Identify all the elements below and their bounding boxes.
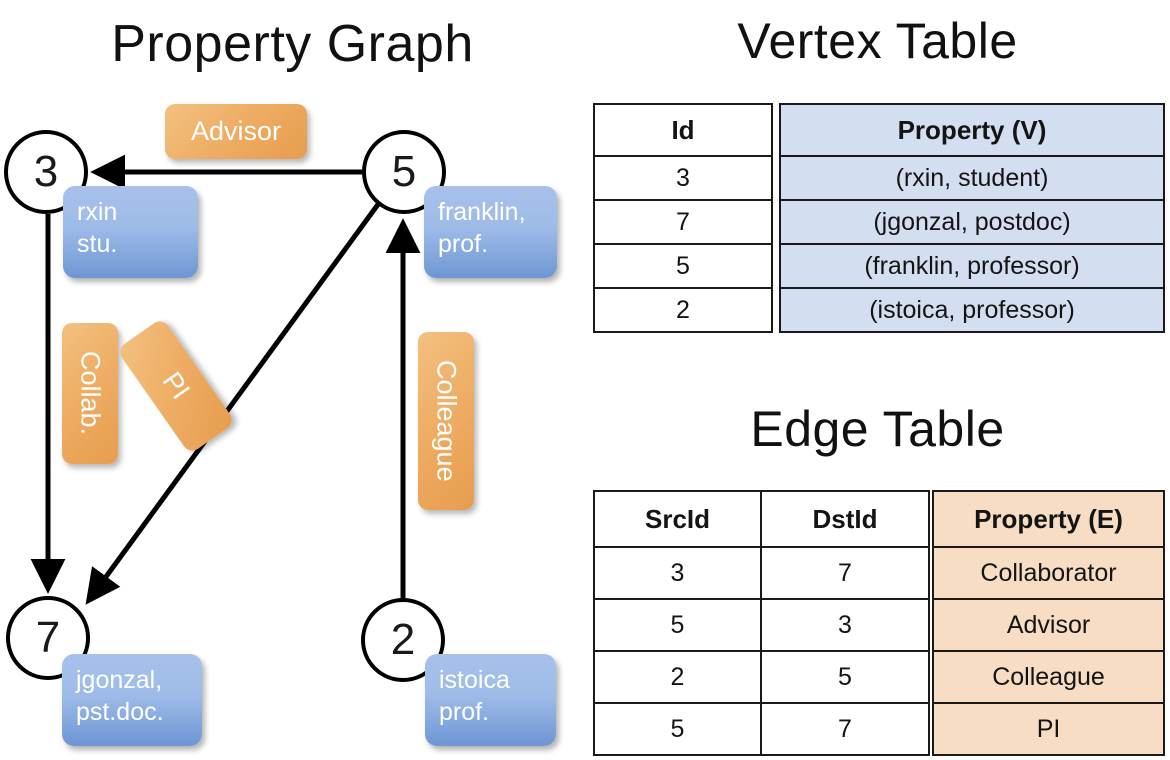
table-row: 5 3	[593, 598, 930, 652]
vertex-cell-id: 2	[593, 287, 773, 333]
table-row: (rxin, student)	[779, 155, 1165, 201]
edge-label-collab: Collab.	[62, 323, 118, 464]
vertex-table-property-column: Property (V) (rxin, student) (jgonzal, p…	[779, 103, 1165, 333]
page-title-vertex-table: Vertex Table	[737, 13, 1018, 69]
vertex-cell-id: 3	[593, 155, 773, 201]
edge-cell-dstid: 5	[760, 650, 930, 704]
edge-cell-srcid: 5	[593, 598, 762, 652]
edge-table-property-column: Property (E) Collaborator Advisor Collea…	[932, 490, 1165, 756]
table-row: PI	[932, 702, 1165, 756]
edge-5-to-7	[85, 201, 382, 605]
edge-label-collab-text: Collab.	[75, 351, 106, 436]
vertex-cell-property: (istoica, professor)	[779, 287, 1165, 333]
node-property-2-line1: istoica	[439, 666, 510, 694]
graph-node-5-label: 5	[391, 147, 417, 196]
node-property-5-line2: prof.	[438, 230, 489, 258]
edge-cell-property: PI	[932, 702, 1165, 756]
table-row: (franklin, professor)	[779, 243, 1165, 289]
graph-node-3-label: 3	[33, 147, 59, 196]
node-property-2-line2: prof.	[439, 698, 490, 726]
table-row: 5 7	[593, 702, 930, 756]
node-property-box-3: rxin stu.	[63, 186, 198, 278]
graph-node-2[interactable]: 2	[361, 598, 445, 682]
vertex-cell-property: (franklin, professor)	[779, 243, 1165, 289]
edge-cell-property: Colleague	[932, 650, 1165, 704]
table-row: (istoica, professor)	[779, 287, 1165, 333]
table-row: 2 5	[593, 650, 930, 704]
edge-label-colleague: Colleague	[418, 332, 474, 510]
node-property-5-line1: franklin,	[438, 198, 526, 226]
node-property-3-line1: rxin	[77, 198, 118, 226]
page-title-property-graph: Property Graph	[111, 15, 474, 73]
table-header-row: Property (V)	[779, 103, 1165, 157]
table-row: 3	[593, 155, 773, 201]
graph-edges-layer	[30, 154, 421, 605]
table-row: 3 7	[593, 546, 930, 600]
graph-node-7-label: 7	[35, 613, 61, 662]
edge-label-colleague-text: Colleague	[431, 360, 462, 482]
vertex-header-id: Id	[593, 103, 773, 157]
property-graph-panel: Property Graph Advisor Collab. PI Collea…	[4, 15, 557, 746]
table-row: 2	[593, 287, 773, 333]
edge-cell-srcid: 5	[593, 702, 762, 756]
edge-header-dstid: DstId	[760, 490, 930, 548]
edge-cell-srcid: 3	[593, 546, 762, 600]
edge-cell-dstid: 3	[760, 598, 930, 652]
node-property-7-line1: jgonzal,	[76, 666, 163, 694]
vertex-cell-id: 7	[593, 199, 773, 245]
table-row: Collaborator	[932, 546, 1165, 600]
edge-cell-srcid: 2	[593, 650, 762, 704]
vertex-header-property: Property (V)	[779, 103, 1165, 157]
edge-table-id-columns: SrcId DstId 3 7 5 3 2 5 5 7	[593, 490, 930, 756]
vertex-cell-property: (jgonzal, postdoc)	[779, 199, 1165, 245]
node-property-box-5: franklin, prof.	[424, 186, 557, 278]
edge-cell-property: Collaborator	[932, 546, 1165, 600]
vertex-cell-id: 5	[593, 243, 773, 289]
vertex-table-id-column: Id 3 7 5 2	[593, 103, 773, 333]
edge-label-advisor: Advisor	[165, 104, 307, 159]
node-property-box-2: istoica prof.	[425, 654, 556, 746]
edge-header-property: Property (E)	[932, 490, 1165, 548]
node-property-7-line2: pst.doc.	[76, 698, 164, 726]
edge-cell-dstid: 7	[760, 702, 930, 756]
node-property-box-7: jgonzal, pst.doc.	[62, 654, 202, 746]
table-row: 5	[593, 243, 773, 289]
edge-label-advisor-text: Advisor	[190, 116, 282, 146]
table-header-row: SrcId DstId	[593, 490, 930, 548]
table-row: (jgonzal, postdoc)	[779, 199, 1165, 245]
edge-cell-property: Advisor	[932, 598, 1165, 652]
table-row: 7	[593, 199, 773, 245]
table-header-row: Property (E)	[932, 490, 1165, 548]
edge-label-pi-text: PI	[156, 366, 197, 405]
table-header-row: Id	[593, 103, 773, 157]
graph-node-5[interactable]: 5	[362, 130, 446, 214]
graph-node-2-label: 2	[390, 615, 416, 664]
vertex-cell-property: (rxin, student)	[779, 155, 1165, 201]
table-row: Advisor	[932, 598, 1165, 652]
edge-header-srcid: SrcId	[593, 490, 762, 548]
node-property-3-line2: stu.	[77, 230, 118, 258]
table-row: Colleague	[932, 650, 1165, 704]
edge-cell-dstid: 7	[760, 546, 930, 600]
page-title-edge-table: Edge Table	[750, 401, 1005, 457]
